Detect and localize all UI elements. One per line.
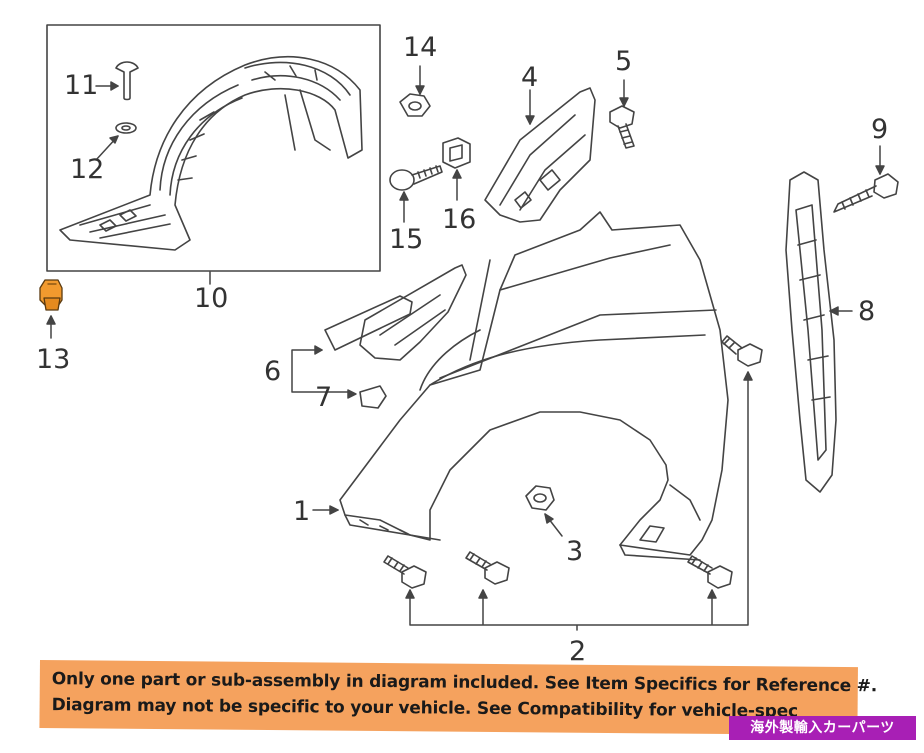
callout-16: 16 <box>442 204 477 235</box>
bolt-part-5 <box>609 105 635 149</box>
callout-5: 5 <box>615 46 633 77</box>
callout-8: 8 <box>858 296 876 327</box>
callout-6: 6 <box>264 356 282 387</box>
clip-part-16 <box>442 137 471 169</box>
callout-2: 2 <box>569 636 587 667</box>
nut-part-14 <box>399 93 431 117</box>
nut-part-3 <box>525 485 555 511</box>
seal-part-6 <box>324 264 467 361</box>
callout-7: 7 <box>315 382 333 413</box>
front-fender-part-1 <box>339 211 729 561</box>
callout-15: 15 <box>389 224 424 255</box>
fender-liner-part-10 <box>59 56 363 251</box>
callout-10: 10 <box>194 283 229 314</box>
callout-9: 9 <box>871 114 889 145</box>
pad-part-7 <box>359 385 387 409</box>
bolts-part-2 <box>383 335 763 589</box>
screw-part-15 <box>389 165 443 191</box>
import-parts-badge: 海外製輸入カーパーツ <box>729 716 916 740</box>
bolt-part-9 <box>833 173 899 213</box>
callout-11: 11 <box>64 70 99 101</box>
callout-4: 4 <box>521 62 539 93</box>
clip-part-11 <box>115 61 139 101</box>
leader-lines <box>46 65 885 631</box>
callout-14: 14 <box>403 32 438 63</box>
callout-12: 12 <box>70 154 105 185</box>
liner-inset-box <box>46 24 381 272</box>
washer-part-12 <box>115 122 137 134</box>
splash-guard-part-8 <box>785 171 837 493</box>
callout-3: 3 <box>566 536 584 567</box>
callout-1: 1 <box>293 496 311 527</box>
bracket-part-4 <box>484 87 596 223</box>
highlighted-clip-part-13 <box>39 279 63 311</box>
callout-13: 13 <box>36 344 71 375</box>
